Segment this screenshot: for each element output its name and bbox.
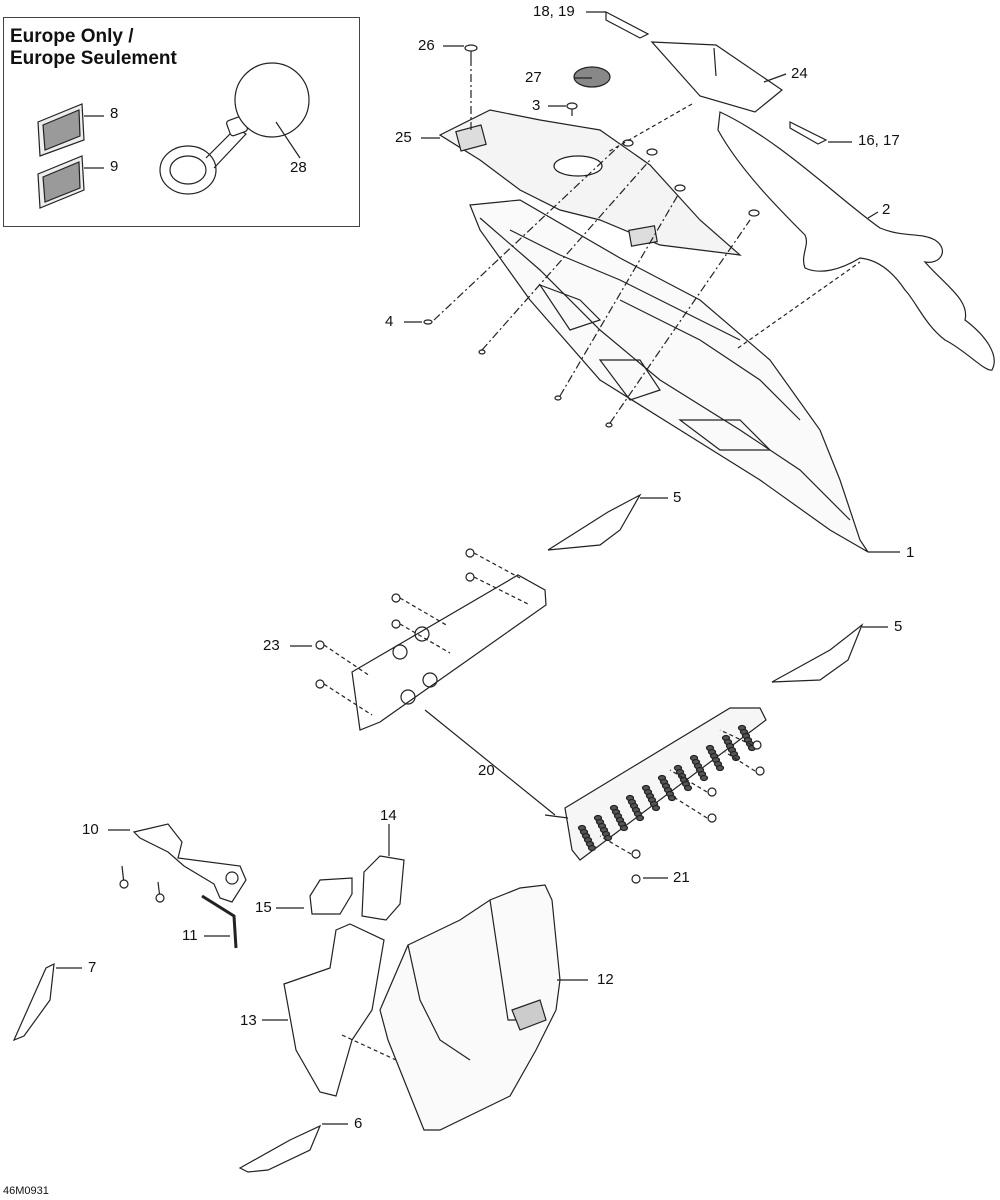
- callout-6: 6: [354, 1115, 363, 1132]
- footrest-stud: [699, 774, 709, 782]
- callout-1: 1: [906, 544, 915, 561]
- footrest-studs: [577, 724, 757, 852]
- decal-part-2: [717, 111, 995, 371]
- nuts-part-21: [599, 729, 765, 884]
- inset-title-line1: Europe Only /: [10, 26, 134, 47]
- inset-title-line2: Europe Seulement: [10, 48, 177, 69]
- pad-part-14: [361, 824, 405, 921]
- callout-25: 25: [395, 129, 412, 146]
- callout-12: 12: [597, 971, 614, 988]
- screw-part-3: [548, 102, 578, 116]
- callout-13: 13: [240, 1012, 257, 1029]
- pad-part-13: [262, 923, 397, 1097]
- inset-title: Europe Only / Europe Seulement: [10, 26, 177, 70]
- footrest-stud: [731, 754, 741, 762]
- callout-14: 14: [380, 807, 397, 824]
- horn-part-28: [159, 62, 310, 195]
- decal-part-5-lower: [771, 623, 888, 683]
- callout-11: 11: [182, 927, 198, 944]
- cap-part-27: [573, 66, 611, 88]
- rivet-part-4: [404, 144, 751, 428]
- callout-28: 28: [290, 159, 307, 176]
- wrench-part-10: [108, 823, 247, 903]
- reflector-part-8: [37, 103, 104, 157]
- screw-part-26: [443, 44, 478, 130]
- decal-part-16: [789, 121, 852, 145]
- decal-part-18: [586, 11, 650, 39]
- callout-4: 4: [385, 313, 394, 330]
- callout-15: 15: [255, 899, 272, 916]
- console-part-1: [469, 199, 900, 553]
- callout-3: 3: [532, 97, 541, 114]
- callout-7: 7: [88, 959, 97, 976]
- footrest-stud: [619, 824, 629, 832]
- callout-5-lower: 5: [894, 618, 903, 635]
- callout-18-19: 18, 19: [533, 3, 575, 20]
- storage-bin-part-12: [379, 884, 588, 1131]
- footrest-plate-left: [351, 574, 556, 816]
- callout-16-17: 16, 17: [858, 132, 900, 149]
- callout-8: 8: [110, 105, 119, 122]
- callout-2: 2: [882, 201, 891, 218]
- callout-21: 21: [673, 869, 690, 886]
- callout-9: 9: [110, 158, 119, 175]
- footrest-stud: [635, 814, 645, 822]
- figure-id: 46M0931: [3, 1185, 49, 1197]
- decal-part-6: [238, 1123, 348, 1173]
- decal-part-5-upper: [547, 493, 668, 551]
- callout-5-upper: 5: [673, 489, 682, 506]
- callout-26: 26: [418, 37, 435, 54]
- decal-part-24: [607, 41, 787, 153]
- footrest-stud: [715, 764, 725, 772]
- footrest-plate-right: [544, 707, 767, 861]
- footrest-stud: [651, 804, 661, 812]
- pad-part-15: [276, 877, 353, 915]
- callout-10: 10: [82, 821, 99, 838]
- callout-23: 23: [263, 637, 280, 654]
- decal-part-7: [12, 962, 82, 1042]
- reflector-part-9: [37, 155, 104, 209]
- bolts-near-wrench: [119, 865, 165, 903]
- upper-panel-part-25: [421, 109, 742, 256]
- callout-27: 27: [525, 69, 542, 86]
- nuts-part-23: [290, 548, 531, 716]
- footrest-stud: [683, 784, 693, 792]
- footrest-stud: [587, 844, 597, 852]
- allen-key-part-11: [201, 894, 238, 949]
- callout-24: 24: [791, 65, 808, 82]
- callout-20: 20: [478, 762, 495, 779]
